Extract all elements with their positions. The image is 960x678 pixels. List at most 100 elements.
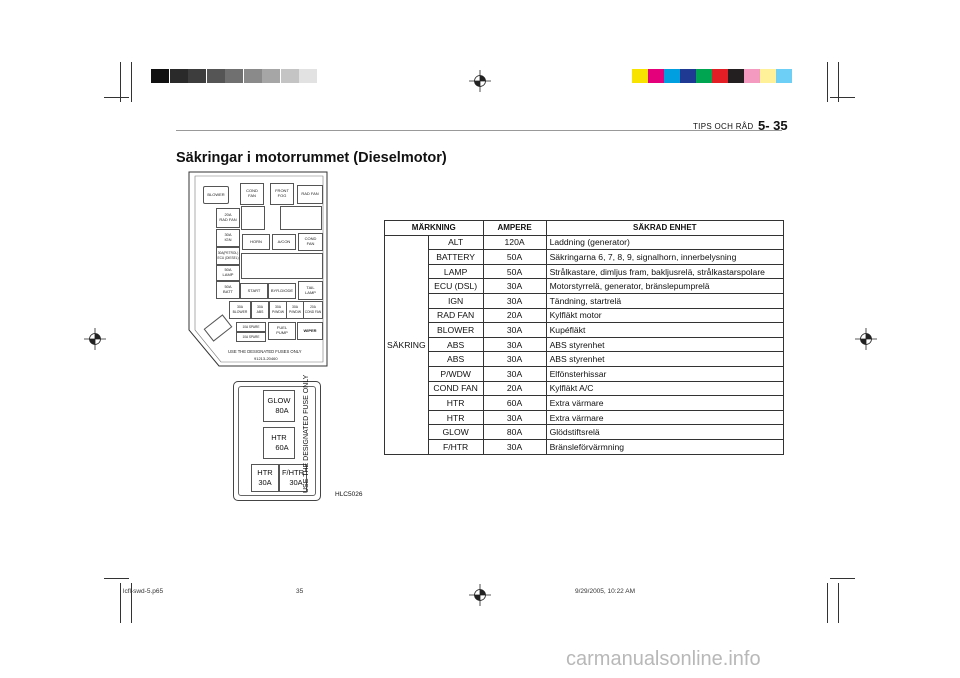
mini-fuse-block xyxy=(241,253,323,279)
color-swatch xyxy=(648,69,664,83)
fuse-amp: 30A xyxy=(289,478,303,487)
section-title: TIPS OCH RÅD xyxy=(693,122,754,131)
unit-cell: Glödstiftsrelä xyxy=(545,424,785,440)
fuse-label: 30A P/WDW xyxy=(288,305,302,314)
unit-cell: Strålkastare, dimljus fram, bakljusrelä,… xyxy=(545,263,785,280)
gray-swatch xyxy=(262,69,280,83)
table-header-row: MÄRKNING AMPERE SÄKRAD ENHET xyxy=(384,220,785,236)
relay-cond-fan: COND FAN xyxy=(240,183,264,205)
ampere-cell: 80A xyxy=(482,424,547,440)
color-swatch xyxy=(664,69,680,83)
fuse-name: F/HTR xyxy=(281,468,305,477)
relay-tail-lamp: TAIL LAMP xyxy=(298,281,323,300)
ampere-cell: 30A xyxy=(482,365,547,382)
figure-code: HLC5026 xyxy=(335,491,363,498)
fuse-rad-fan: 20A RAD FAN xyxy=(216,208,240,228)
unit-cell: Bränsleförvärmning xyxy=(545,438,785,455)
color-swatch xyxy=(728,69,744,83)
registration-mark-icon xyxy=(469,584,491,606)
fuse-amp: 30A xyxy=(258,478,272,487)
color-swatch xyxy=(712,69,728,83)
gray-swatch xyxy=(188,69,206,83)
registration-mark-icon xyxy=(855,328,877,350)
ampere-cell: 50A xyxy=(482,249,547,265)
label-cell: BATTERY xyxy=(427,249,484,265)
mini-fuse-block xyxy=(241,206,265,230)
relay-acon: A/CON xyxy=(272,234,296,250)
group-cell: SÄKRING xyxy=(384,234,429,455)
fuse-name: HTR xyxy=(271,433,287,442)
ampere-cell: 30A xyxy=(482,409,547,426)
fuse-label: 20A RAD FAN xyxy=(219,212,237,222)
label-cell: HTR xyxy=(427,395,484,411)
unit-cell: Extra värmare xyxy=(545,395,785,411)
fuse-pwdw: 30A P/WDW xyxy=(269,301,287,319)
unit-cell: ABS styrenhet xyxy=(545,336,785,353)
label-cell: P/WDW xyxy=(427,365,484,382)
ampere-cell: 30A xyxy=(482,351,547,367)
fuse-htr-60: HTR 60A xyxy=(263,427,295,459)
fuse-name: HTR xyxy=(257,468,273,477)
fuse-label: 20A COND FAN xyxy=(304,305,322,314)
part-number: 91213-20460 xyxy=(254,356,278,361)
label-cell: GLOW xyxy=(427,424,484,440)
unit-cell: Kylfläkt motor xyxy=(545,307,785,324)
print-date: 9/29/2005, 10:22 AM xyxy=(575,588,635,595)
glow-box-note: USE THE DESIGNATED FUSE ONLY xyxy=(303,374,310,493)
registration-mark-icon xyxy=(84,328,106,350)
relay-blower: BLOWER xyxy=(203,186,229,204)
label-cell: LAMP xyxy=(427,263,484,280)
unit-cell: Laddning (generator) xyxy=(545,234,785,251)
fuse-pwdw-2: 30A P/WDW xyxy=(286,301,304,319)
relay-wiper: WIPER xyxy=(297,322,323,340)
fuse-label: 10A SPARE xyxy=(242,324,260,329)
ampere-cell: 20A xyxy=(482,307,547,324)
unit-cell: Tändning, startrelä xyxy=(545,292,785,309)
gray-swatch xyxy=(206,69,225,83)
color-swatch xyxy=(776,69,792,83)
ampere-cell: 30A xyxy=(482,278,547,294)
color-swatch xyxy=(680,69,696,83)
label-cell: ABS xyxy=(427,336,484,353)
relay-byr-diode: BYR-DIODE xyxy=(268,283,296,299)
label-cell: ABS xyxy=(427,351,484,367)
fuse-label: 10A SPARE xyxy=(242,334,260,339)
fuse-abs: 30A ABS xyxy=(251,301,269,319)
fuse-label: RAD FAN xyxy=(301,191,319,197)
label-cell: RAD FAN xyxy=(427,307,484,324)
column-header: AMPERE xyxy=(482,220,547,236)
color-swatch xyxy=(632,69,648,83)
watermark: carmanualsonline.info xyxy=(566,648,761,670)
label-cell: F/HTR xyxy=(427,438,484,455)
relay-horn: HORN xyxy=(242,234,270,250)
mini-fuse-block xyxy=(280,206,322,230)
fuse-lamp: 50A LAMP xyxy=(216,265,240,281)
column-header: SÄKRAD ENHET xyxy=(545,220,785,236)
fuse-amp: 80A xyxy=(275,406,289,415)
fuse-label: HORN xyxy=(250,238,262,244)
fuse-htr-30: HTR 30A xyxy=(251,464,279,492)
fuse-label: START xyxy=(247,287,261,293)
unit-cell: Motorstyrrelä, generator, bränslepumprel… xyxy=(545,278,785,294)
ampere-cell: 30A xyxy=(482,336,547,353)
fuse-label: COND FAN xyxy=(246,188,258,198)
gray-swatch xyxy=(280,69,299,83)
fuse-cond-fan: 20A COND FAN xyxy=(303,301,323,319)
fuse-label: 30A P/WDW xyxy=(271,305,285,314)
ampere-cell: 120A xyxy=(482,234,547,251)
ampere-cell: 20A xyxy=(482,380,547,397)
relay-start: START xyxy=(240,283,268,299)
label-cell: ALT xyxy=(427,234,484,251)
relay-rad-fan: RAD FAN xyxy=(297,185,323,204)
color-swatch xyxy=(696,69,712,83)
unit-cell: Kylfläkt A/C xyxy=(545,380,785,397)
